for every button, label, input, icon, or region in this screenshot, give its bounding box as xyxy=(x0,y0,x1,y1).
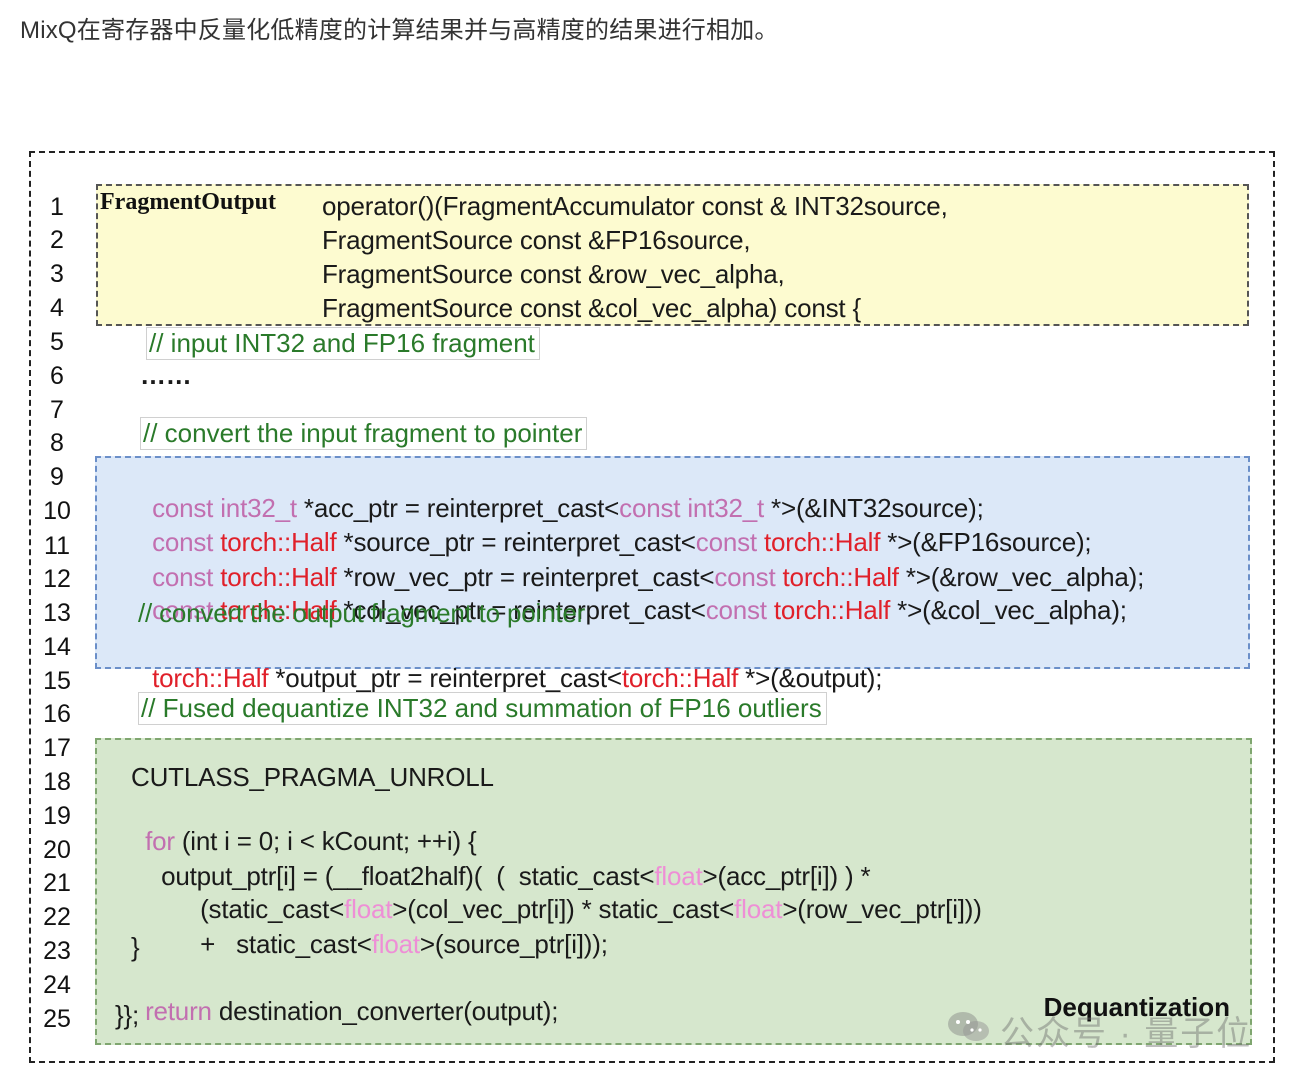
line-number: 14 xyxy=(43,633,71,661)
code-line-4: FragmentSource const &col_vec_alpha) con… xyxy=(322,293,861,323)
code-token: for xyxy=(145,826,175,856)
code-token: float xyxy=(654,861,703,891)
comment-input-fragment: // input INT32 and FP16 fragment xyxy=(146,327,540,360)
code-token: const xyxy=(152,595,221,625)
code-token: const xyxy=(705,595,774,625)
line-number: 9 xyxy=(50,463,64,491)
code-token: return xyxy=(145,996,212,1026)
code-line-21: (static_cast<float>(col_vec_ptr[i]) * st… xyxy=(186,863,982,925)
code-token: const int32_t xyxy=(619,493,765,523)
code-line-14: torch::Half *output_ptr = reinterpret_ca… xyxy=(138,632,882,694)
dequantization-region xyxy=(95,738,1252,1045)
code-line-19: for (int i = 0; i < kCount; ++i) { xyxy=(131,795,477,857)
code-token: const xyxy=(152,527,221,557)
code-token: *>(&output); xyxy=(738,663,883,693)
line-number: 19 xyxy=(43,802,71,830)
code-token: output_ptr[i] = (__float2half)( ( static… xyxy=(161,861,655,891)
code-token: >(acc_ptr[i]) ) * xyxy=(702,861,871,891)
code-token: torch::Half xyxy=(773,595,891,625)
code-line-3: FragmentSource const &row_vec_alpha, xyxy=(322,259,785,289)
line-number: 7 xyxy=(50,396,64,424)
code-token: >(row_vec_ptr[i])) xyxy=(782,894,982,924)
line-number: 24 xyxy=(43,971,71,999)
code-token: >(source_ptr[i])); xyxy=(419,929,608,959)
code-token: torch::Half xyxy=(220,527,337,557)
code-line-23: } xyxy=(131,932,140,962)
code-token: (static_cast< xyxy=(200,894,345,924)
line-number: 23 xyxy=(43,937,71,965)
code-token: *>(&row_vec_alpha); xyxy=(898,562,1145,592)
line-number: 3 xyxy=(50,260,64,288)
code-line-2: FragmentSource const &FP16source, xyxy=(322,225,751,255)
code-token: *>(&col_vec_alpha); xyxy=(890,595,1127,625)
code-token: *acc_ptr = reinterpret_cast< xyxy=(296,493,620,523)
ellipsis: …… xyxy=(140,360,192,390)
code-figure-frame xyxy=(29,151,1275,1063)
line-number: 10 xyxy=(43,497,71,525)
code-token: *output_ptr = reinterpret_cast< xyxy=(268,663,622,693)
code-line-20: output_ptr[i] = (__float2half)( ( static… xyxy=(147,830,870,892)
line-number: 15 xyxy=(43,667,71,695)
code-token: torch::Half xyxy=(152,663,269,693)
code-token: + static_cast< xyxy=(200,929,372,959)
line-number: 8 xyxy=(50,429,64,457)
wechat-icon xyxy=(948,1012,989,1041)
code-token: destination_converter(output); xyxy=(211,996,559,1026)
code-token: *col_vec_ptr = reinterpret_cast< xyxy=(336,595,706,625)
code-line-9: const int32_t *acc_ptr = reinterpret_cas… xyxy=(138,462,984,524)
code-token: const xyxy=(695,527,764,557)
line-number: 11 xyxy=(44,532,70,560)
line-number: 18 xyxy=(43,768,71,796)
code-token: const xyxy=(152,562,221,592)
dequantization-label: Dequantization xyxy=(1043,992,1230,1022)
code-token: *>(&FP16source); xyxy=(880,527,1092,557)
line-number: 2 xyxy=(50,226,64,254)
code-token: torch::Half xyxy=(220,562,337,592)
line-number: 17 xyxy=(43,734,71,762)
code-token: >(col_vec_ptr[i]) * static_cast< xyxy=(392,894,735,924)
line-number: 20 xyxy=(43,836,71,864)
line-number: 22 xyxy=(43,903,71,931)
code-line-1: operator()(FragmentAccumulator const & I… xyxy=(322,191,948,221)
code-token: const xyxy=(714,562,783,592)
code-token: float xyxy=(734,894,783,924)
line-number: 16 xyxy=(43,700,71,728)
code-token: torch::Half xyxy=(621,663,739,693)
code-line-12: const torch::Half *col_vec_ptr = reinter… xyxy=(138,564,1127,626)
line-number: 4 xyxy=(50,294,64,322)
pointer-conversion-region xyxy=(95,456,1250,669)
code-token: *row_vec_ptr = reinterpret_cast< xyxy=(336,562,715,592)
code-token: torch::Half xyxy=(763,527,881,557)
code-line-11: const torch::Half *row_vec_ptr = reinter… xyxy=(138,531,1144,593)
code-token: (int i = 0; i < kCount; ++i) { xyxy=(174,826,477,856)
line-number: 21 xyxy=(43,869,71,897)
line-number: 25 xyxy=(43,1005,71,1033)
code-token: const int32_t xyxy=(152,493,297,523)
comment-convert-input: // convert the input fragment to pointer xyxy=(140,417,588,450)
code-token: torch::Half xyxy=(220,595,337,625)
line-number: 1 xyxy=(50,193,64,221)
code-token: *source_ptr = reinterpret_cast< xyxy=(336,527,696,557)
line-number: 5 xyxy=(50,328,64,356)
signature-region xyxy=(96,184,1249,326)
figure-caption: MixQ在寄存器中反量化低精度的计算结果并与高精度的结果进行相加。 xyxy=(20,17,779,44)
comment-convert-output: // convert the output fragment to pointe… xyxy=(138,598,586,628)
code-token: torch::Half xyxy=(782,562,899,592)
line-number: 6 xyxy=(50,362,64,390)
code-line-24: return destination_converter(output); xyxy=(131,965,558,1027)
code-line-22: + static_cast<float>(source_ptr[i])); xyxy=(186,898,608,960)
code-line-18: CUTLASS_PRAGMA_UNROLL xyxy=(131,762,494,792)
watermark-text: 公众号 · 量子位 xyxy=(1000,1015,1253,1053)
code-token: float xyxy=(371,929,420,959)
code-token: *>(&INT32source); xyxy=(764,493,984,523)
fragment-output-type: FragmentOutput xyxy=(100,189,276,215)
line-number: 13 xyxy=(43,599,71,627)
code-line-25: }}; xyxy=(115,1000,139,1030)
code-line-10: const torch::Half *source_ptr = reinterp… xyxy=(138,496,1092,558)
code-token: float xyxy=(344,894,393,924)
comment-fused-dequantize: // Fused dequantize INT32 and summation … xyxy=(138,692,827,725)
line-number: 12 xyxy=(43,565,71,593)
